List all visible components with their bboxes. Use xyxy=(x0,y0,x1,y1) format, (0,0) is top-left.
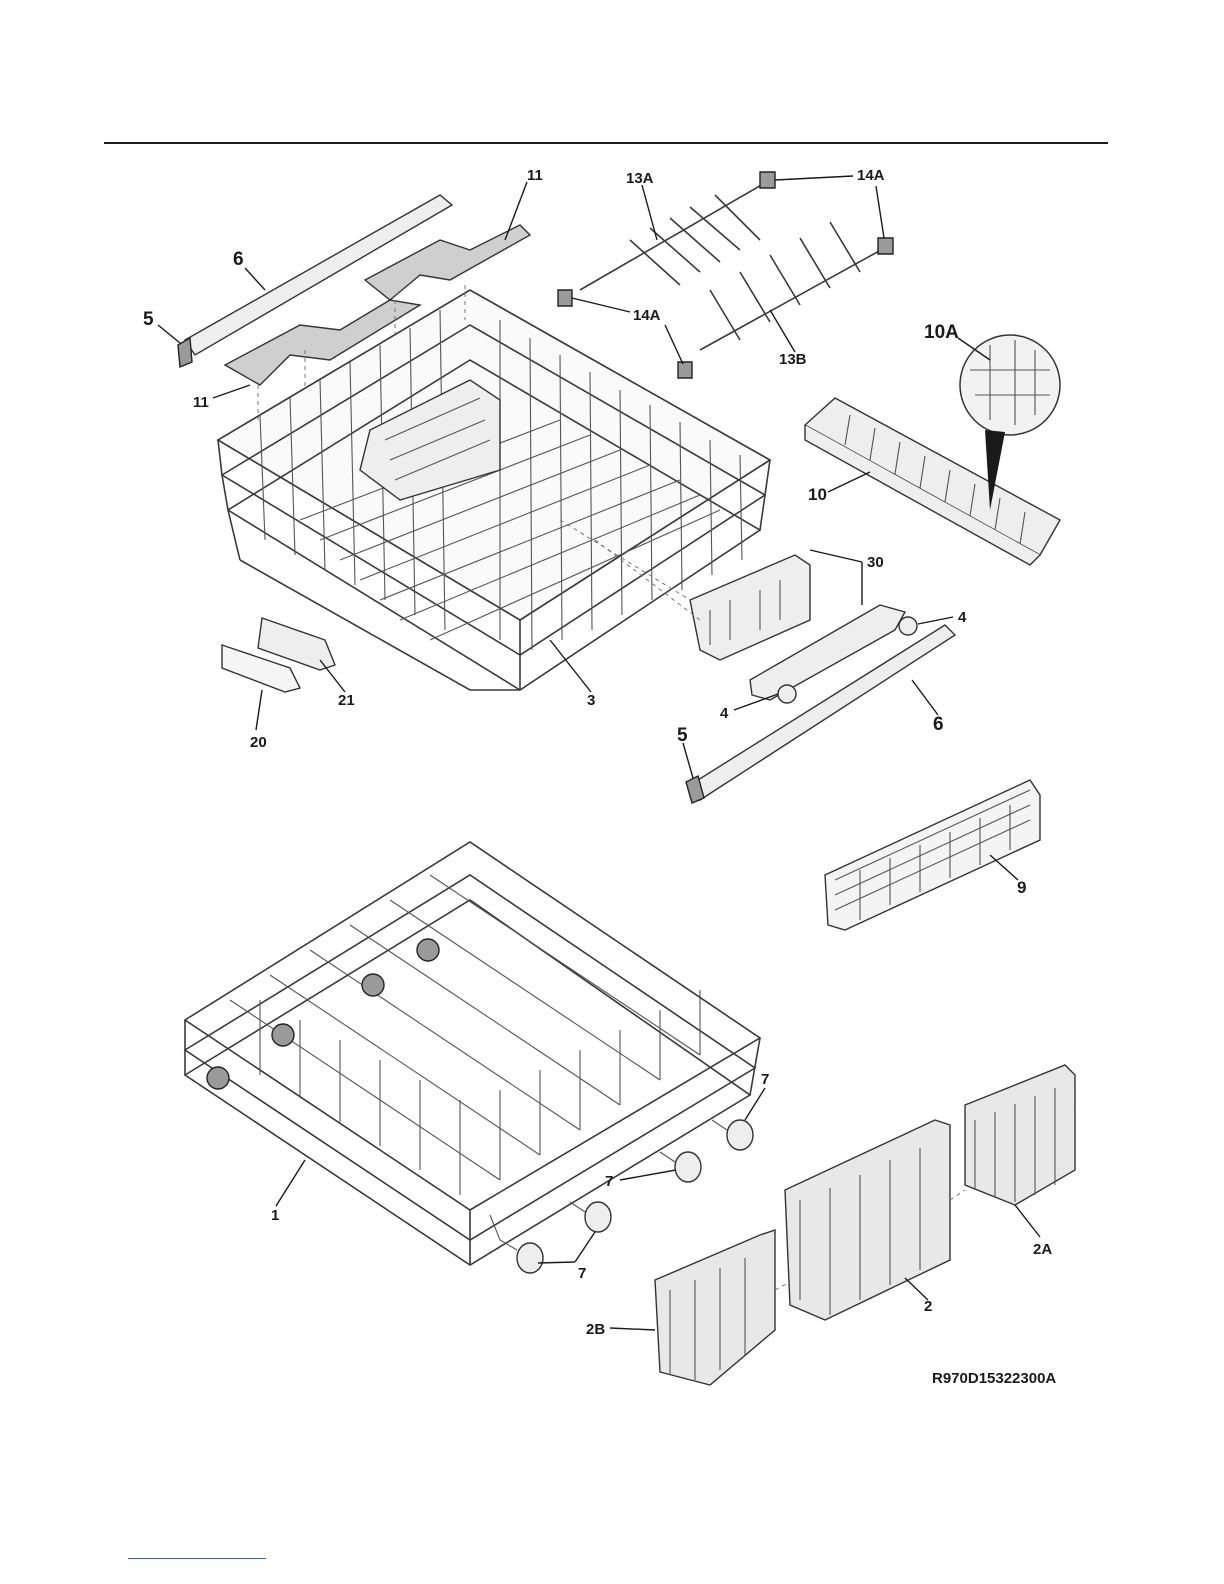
callout-14a-mid: 14A xyxy=(633,307,661,324)
footer-link-underline xyxy=(128,1558,266,1559)
callout-2a: 2A xyxy=(1033,1241,1052,1258)
cup-shelf-tray xyxy=(805,335,1060,565)
callout-2: 2 xyxy=(924,1298,932,1315)
callout-5-right: 5 xyxy=(677,725,688,746)
callout-13b: 13B xyxy=(779,351,807,368)
callout-7-bottom: 7 xyxy=(578,1265,586,1282)
callout-6-top: 6 xyxy=(233,249,244,270)
callout-13a: 13A xyxy=(626,170,654,187)
callout-9: 9 xyxy=(1017,878,1026,897)
callout-7-right: 7 xyxy=(761,1071,769,1088)
callout-14a-top: 14A xyxy=(857,167,885,184)
callout-5-top: 5 xyxy=(143,309,154,330)
callout-11-left: 11 xyxy=(193,394,209,411)
callout-20: 20 xyxy=(250,734,267,751)
drawing-code: R970D15322300A xyxy=(932,1370,1056,1387)
callout-4-left: 4 xyxy=(720,705,729,722)
callout-7-mid: 7 xyxy=(605,1173,613,1190)
rack-bumpers xyxy=(222,618,335,692)
callout-10: 10 xyxy=(808,485,827,504)
rack-adjuster xyxy=(560,520,955,803)
silverware-baskets xyxy=(655,1065,1075,1385)
fold-down-tines xyxy=(558,172,893,378)
callout-3: 3 xyxy=(587,692,595,709)
callout-21: 21 xyxy=(338,692,355,709)
callout-2b: 2B xyxy=(586,1321,605,1338)
callout-30: 30 xyxy=(867,554,884,571)
lower-rack xyxy=(185,842,760,1265)
callout-4-right: 4 xyxy=(958,609,967,626)
silverware-insert xyxy=(825,780,1040,930)
callout-11-top: 11 xyxy=(527,167,543,184)
callout-6-right: 6 xyxy=(933,714,944,735)
callout-1: 1 xyxy=(271,1207,279,1224)
callout-10a: 10A xyxy=(924,322,959,343)
lower-rack-wheels xyxy=(490,1120,753,1273)
